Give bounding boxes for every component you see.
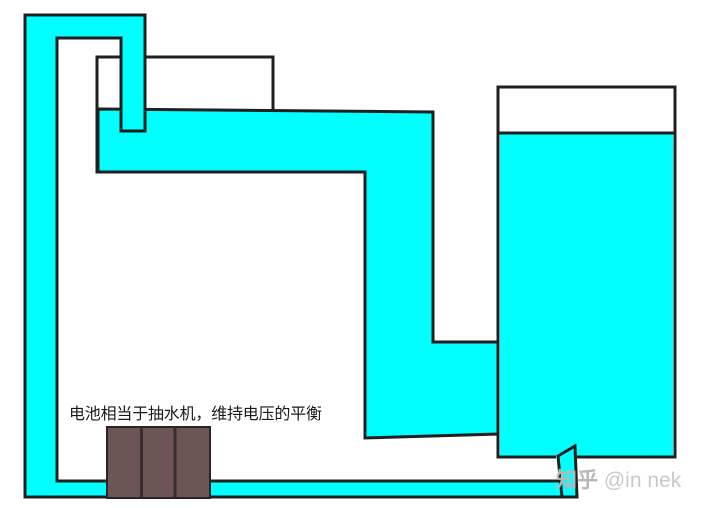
watermark: 知乎 @in nek xyxy=(556,464,681,494)
battery xyxy=(106,426,211,499)
battery-annotation-label: 电池相当于抽水机，维持电压的平衡 xyxy=(69,406,322,423)
left-tank-outline xyxy=(95,55,275,174)
circulation-pipe xyxy=(23,13,568,499)
left-tank-water-and-outflow-pipe xyxy=(96,107,500,440)
right-tank-water xyxy=(500,133,673,457)
right-tank-outlet-connector xyxy=(556,443,579,499)
battery-body xyxy=(106,426,211,499)
right-tank-outline xyxy=(496,85,677,459)
watermark-handle: @in nek xyxy=(603,469,682,492)
watermark-brand: 知乎 xyxy=(556,469,598,492)
